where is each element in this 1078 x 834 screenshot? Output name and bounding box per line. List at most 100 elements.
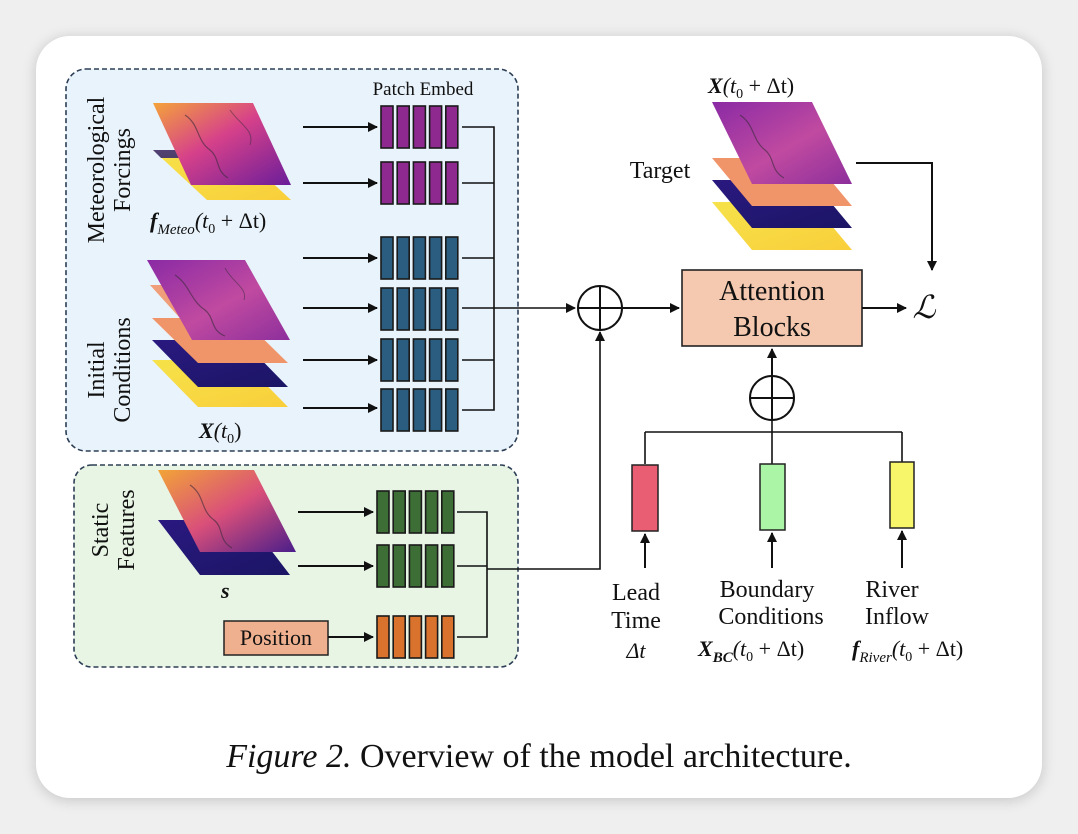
attention-line1: Attention [719,276,825,307]
patch-token [440,544,455,588]
patch-token [444,338,459,382]
patch-token [408,544,423,588]
patch-token [424,544,439,588]
patch-token [444,105,459,149]
meteo-group-label: Meteorological Forcings [84,96,136,243]
patch-token [396,161,411,205]
patch-token [440,615,455,659]
position-token-group [376,615,455,659]
patch-token [380,105,394,149]
river-token [889,461,915,529]
svg-text:Initial: Initial [84,341,110,399]
svg-text:River: River [865,577,918,603]
patch-token [380,236,394,280]
patch-token [380,338,394,382]
patch-token [408,615,423,659]
patch-token [412,161,427,205]
patch-token [412,236,427,280]
patch-token [392,490,407,534]
init-token-group [380,388,459,432]
position-label: Position [240,625,312,650]
patch-token [376,544,390,588]
patch-token [444,161,459,205]
patch-token [396,236,411,280]
lead-time-token [631,464,659,532]
boundary-token [759,463,786,531]
init-token-group [380,287,459,331]
patch-token [380,161,394,205]
svg-text:Meteorological: Meteorological [84,96,110,243]
attention-line2: Blocks [733,312,811,343]
static-group-label: Static Features [88,489,140,570]
position-box [223,620,329,656]
patch-token [444,236,459,280]
static-map-stack [158,470,296,575]
svg-text:Conditions: Conditions [110,317,136,422]
patch-token [428,105,443,149]
patch-embed-label: Patch Embed [373,79,474,100]
init-group-label: Initial Conditions [84,317,136,422]
sum-node-main [577,285,623,331]
patch-token [412,388,427,432]
init-map-stack [147,260,290,407]
init-variable: X(t0) [198,418,241,447]
patch-token [376,490,390,534]
patch-token [396,338,411,382]
svg-text:Boundary: Boundary [720,577,815,603]
meteo-token-group [380,161,459,205]
river-label: River Inflow fRiver(t0 + Δt) [852,577,963,666]
svg-text:Features: Features [114,489,140,570]
svg-text:Conditions: Conditions [718,604,823,630]
patch-token [428,338,443,382]
sum-node-conditioning [749,375,795,421]
boundary-label: Boundary Conditions XBC(t0 + Δt) [697,577,824,666]
patch-token [428,388,443,432]
patch-token [412,338,427,382]
patch-token [376,615,390,659]
svg-text:Δt: Δt [625,638,646,663]
lead-time-label: Lead Time Δt [611,580,661,663]
patch-token [412,287,427,331]
target-label: Target [630,158,691,184]
target-variable: X(t0 + Δt) [707,73,794,102]
patch-token [444,388,459,432]
patch-token [440,490,455,534]
svg-text:Forcings: Forcings [110,128,136,212]
static-token-group [376,490,455,534]
patch-token [396,105,411,149]
svg-text:fRiver(t0 + Δt): fRiver(t0 + Δt) [852,636,963,666]
patch-token [444,287,459,331]
static-token-group [376,544,455,588]
patch-token [396,287,411,331]
patch-token [424,490,439,534]
svg-text:XBC(t0 + Δt): XBC(t0 + Δt) [697,636,804,666]
caption-text: Overview of the model architecture. [359,738,852,775]
svg-text:Inflow: Inflow [865,604,930,630]
patch-token [396,388,411,432]
init-token-group [380,236,459,280]
static-variable: s [220,578,230,603]
patch-token [392,615,407,659]
caption-figure-label: Figure 2. [226,738,352,775]
patch-token [428,287,443,331]
svg-text:Lead: Lead [612,580,660,606]
patch-token [424,615,439,659]
loss-symbol: ℒ [912,288,936,326]
svg-text:Static: Static [88,503,114,558]
meteo-map-stack [153,103,291,200]
meteo-variable: fMeteo(t0 + Δt) [150,208,266,238]
init-token-group [380,338,459,382]
meteo-token-group [380,105,459,149]
input-arrows [298,122,378,642]
target-map-stack [712,102,852,250]
patch-token [380,287,394,331]
patch-token [428,161,443,205]
svg-text:Time: Time [611,608,661,634]
patch-token [408,490,423,534]
conditioning-bus [644,420,903,464]
target-to-loss-arrow [856,162,937,271]
patch-token [428,236,443,280]
patch-token [412,105,427,149]
token-connectors [457,126,605,638]
